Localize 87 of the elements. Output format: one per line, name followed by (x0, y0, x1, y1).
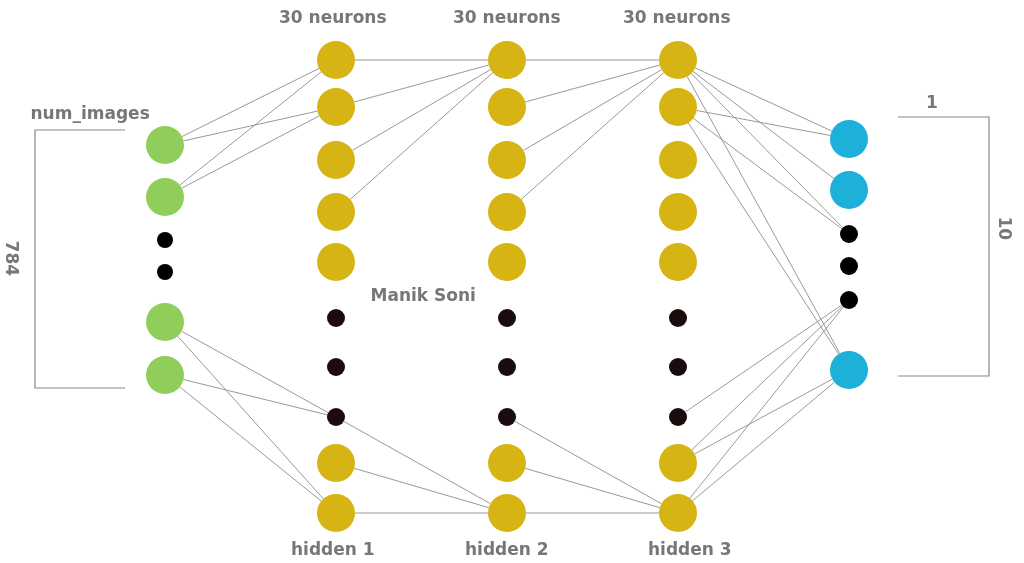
connection-line (687, 122, 840, 355)
connection-line (524, 467, 661, 509)
connection-line (692, 381, 835, 502)
connection-line (353, 467, 490, 509)
author-credit: Manik Soni (370, 285, 476, 305)
connection-line (354, 512, 489, 514)
layer-name: hidden 1 (291, 539, 375, 559)
neuron-circle (659, 88, 697, 126)
neuron-circle (659, 193, 697, 231)
neuron-circle (669, 309, 687, 327)
dimension-label: 784 (2, 240, 22, 276)
connection-line (351, 69, 492, 151)
neuron-circle (317, 88, 355, 126)
neuron-circle (317, 444, 355, 482)
neuron-circle (327, 408, 345, 426)
neuron-circle (327, 358, 345, 376)
dimension-label: 10 (995, 216, 1015, 240)
neuron-circle (157, 264, 173, 280)
neuron-circle (317, 41, 355, 79)
neuron-circle (830, 120, 868, 158)
neuron-circle (157, 232, 173, 248)
connection-line (353, 64, 490, 103)
connection-line (691, 305, 843, 451)
dimension-label: 1 (926, 92, 938, 112)
connection-line (692, 71, 835, 179)
layer-name: hidden 3 (648, 539, 732, 559)
connection-line (696, 110, 831, 136)
neuron-circle (659, 243, 697, 281)
neuron-circle (488, 444, 526, 482)
neuron-circle (498, 408, 516, 426)
layer-size-label: 30 neurons (453, 7, 561, 27)
connection-line (525, 512, 660, 514)
neuron-circle (488, 243, 526, 281)
connection-line (343, 420, 491, 505)
layer-size-label: 30 neurons (279, 7, 387, 27)
neuron-circle (659, 41, 697, 79)
neuron-circle (488, 193, 526, 231)
neuron-circle (327, 309, 345, 327)
neuron-circle (659, 444, 697, 482)
connection-line (183, 110, 318, 142)
neuron-circle (498, 358, 516, 376)
neuron-circle (488, 141, 526, 179)
connection-line (686, 76, 841, 354)
connection-line (524, 64, 661, 103)
neuron-circle (317, 494, 355, 532)
neuron-circle (830, 171, 868, 209)
neuron-circle (488, 88, 526, 126)
neuron-circle (146, 303, 184, 341)
connection-line (179, 386, 322, 502)
neuron-circle (840, 225, 858, 243)
connection-line (514, 420, 662, 505)
connection-line (179, 71, 322, 186)
neuron-circle (146, 126, 184, 164)
connection-line (692, 117, 843, 230)
connection-line (354, 59, 489, 61)
neuron-circle (146, 356, 184, 394)
connection-line (690, 73, 844, 229)
connection-line (181, 115, 320, 189)
connection-line (694, 67, 833, 132)
neuron-circle (659, 494, 697, 532)
layer-size-label: 30 neurons (623, 7, 731, 27)
neuron-circle (488, 494, 526, 532)
neuron-circle (830, 351, 868, 389)
connection-line (181, 330, 329, 414)
neuron-circle (840, 257, 858, 275)
neuron-circle (669, 358, 687, 376)
connection-line (520, 72, 665, 200)
neuron-circle (659, 141, 697, 179)
input-label: num_images (30, 103, 150, 123)
neuron-circle (840, 291, 858, 309)
connection-line (349, 72, 494, 200)
connection-line (684, 304, 843, 413)
neuron-circle (317, 141, 355, 179)
layer-name: hidden 2 (465, 539, 549, 559)
connection-line (177, 335, 324, 500)
neuron-circle (498, 309, 516, 327)
neuron-circle (317, 193, 355, 231)
connection-line (181, 67, 320, 138)
neuron-circle (488, 41, 526, 79)
neuron-circle (146, 178, 184, 216)
connection-line (694, 378, 833, 455)
connection-line (522, 69, 663, 151)
connection-line (525, 59, 660, 61)
connection-line (182, 379, 328, 416)
neuron-circle (317, 243, 355, 281)
connection-line (689, 306, 844, 499)
neuron-circle (669, 408, 687, 426)
